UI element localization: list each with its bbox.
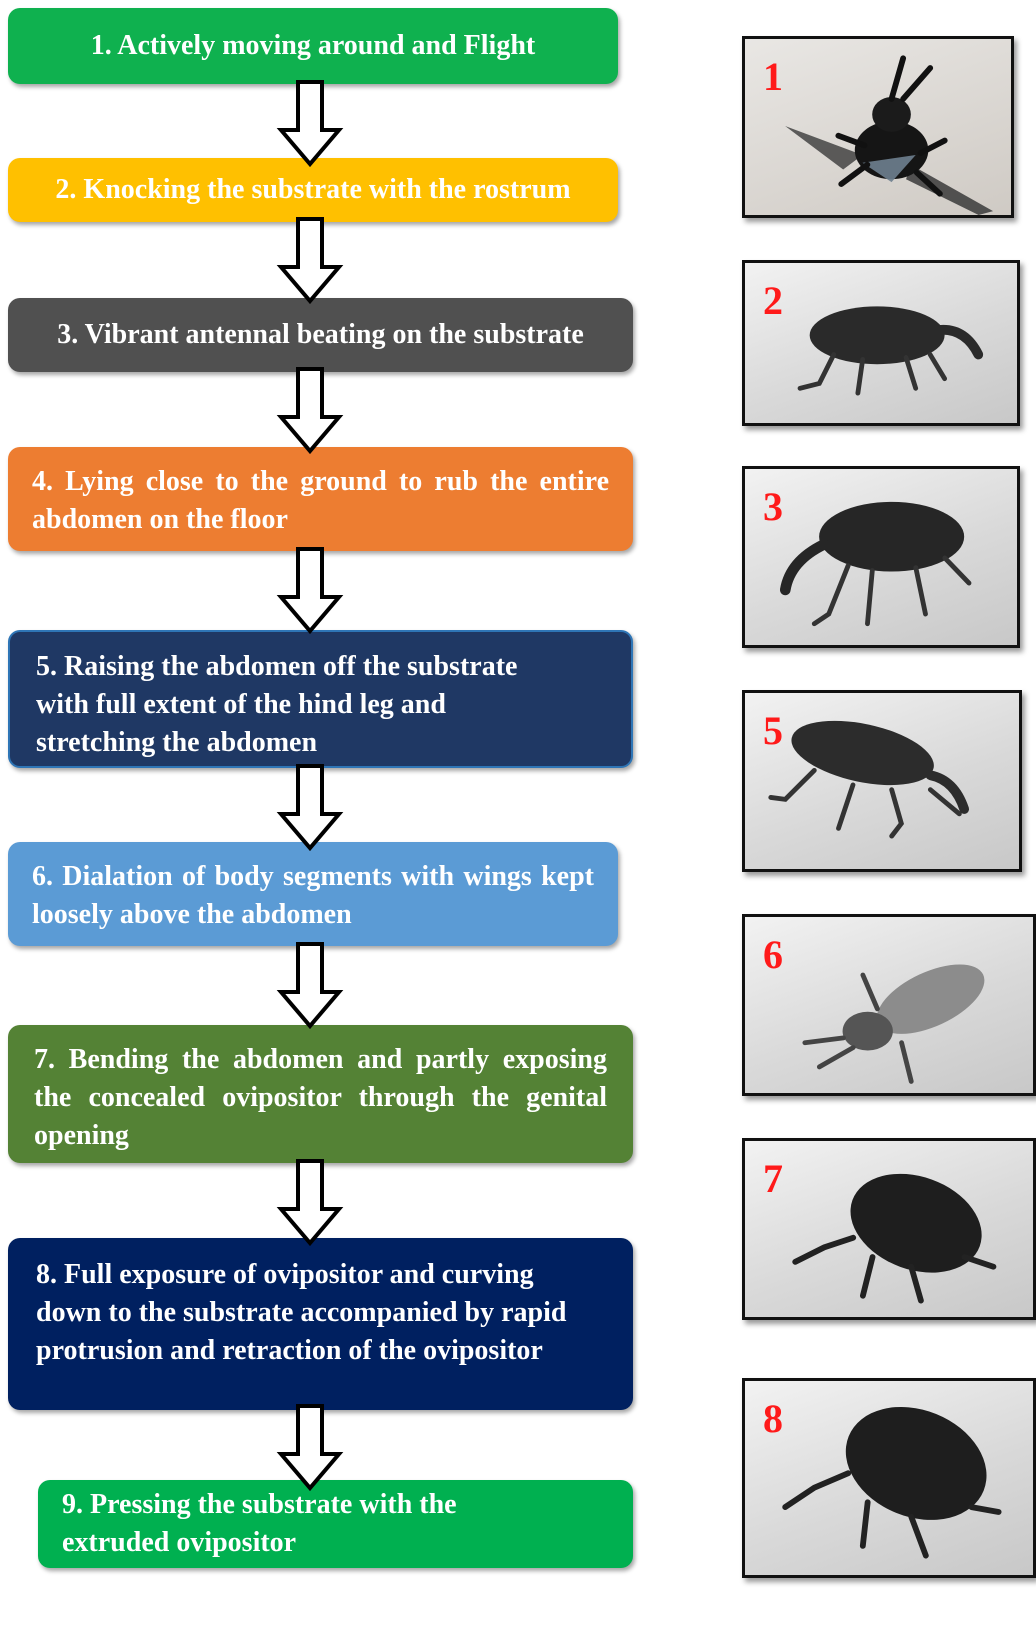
- step-8-box: 8. Full exposure of ovipositor and curvi…: [8, 1238, 633, 1410]
- weevil-side-view-image: [745, 693, 1019, 869]
- step-4-box: 4. Lying close to the ground to rub the …: [8, 447, 633, 551]
- down-arrow-icon: [275, 545, 345, 635]
- weevil-side-view-image: [745, 1141, 1033, 1317]
- down-arrow-icon: [275, 940, 345, 1030]
- down-arrow-icon: [275, 78, 345, 168]
- step-7-box: 7. Bending the abdomen and partly exposi…: [8, 1025, 633, 1163]
- step-5-text: 5. Raising the abdomen off the substrate…: [36, 648, 556, 762]
- step-3-text: 3. Vibrant antennal beating on the subst…: [57, 316, 584, 354]
- weevil-in-flight-image: [745, 39, 1011, 215]
- weevil-side-view-image: [745, 1381, 1033, 1575]
- step-1-text: 1. Actively moving around and Flight: [91, 27, 535, 65]
- step-6-text: 6. Dialation of body segments with wings…: [32, 861, 594, 930]
- step-7-text: 7. Bending the abdomen and partly exposi…: [34, 1044, 607, 1151]
- down-arrow-icon: [275, 365, 345, 455]
- photo-5-label: 5: [763, 711, 783, 751]
- photo-8: 8: [742, 1378, 1036, 1578]
- step-8-text: 8. Full exposure of ovipositor and curvi…: [36, 1256, 586, 1370]
- photo-2: 2: [742, 260, 1020, 426]
- photo-7-label: 7: [763, 1159, 783, 1199]
- down-arrow-icon: [275, 215, 345, 305]
- down-arrow-icon: [275, 1402, 345, 1492]
- down-arrow-icon: [275, 1157, 345, 1247]
- weevil-side-view-image: [745, 263, 1017, 423]
- photo-1-label: 1: [763, 57, 783, 97]
- step-1-box: 1. Actively moving around and Flight: [8, 8, 618, 84]
- photo-3-label: 3: [763, 487, 783, 527]
- photo-6-label: 6: [763, 935, 783, 975]
- weevil-top-view-image: [745, 917, 1033, 1093]
- photo-2-label: 2: [763, 281, 783, 321]
- down-arrow-icon: [275, 762, 345, 852]
- weevil-side-view-image: [745, 469, 1017, 645]
- photo-8-label: 8: [763, 1399, 783, 1439]
- photo-1: 1: [742, 36, 1014, 218]
- step-9-box: 9. Pressing the substrate with the extru…: [38, 1480, 633, 1568]
- step-9-text: 9. Pressing the substrate with the extru…: [62, 1486, 542, 1562]
- step-2-text: 2. Knocking the substrate with the rostr…: [55, 171, 570, 209]
- photo-7: 7: [742, 1138, 1036, 1320]
- step-6-box: 6. Dialation of body segments with wings…: [8, 842, 618, 946]
- photo-6: 6: [742, 914, 1036, 1096]
- photo-3: 3: [742, 466, 1020, 648]
- step-3-box: 3. Vibrant antennal beating on the subst…: [8, 298, 633, 372]
- step-5-box: 5. Raising the abdomen off the substrate…: [8, 630, 633, 768]
- photo-5: 5: [742, 690, 1022, 872]
- step-4-text: 4. Lying close to the ground to rub the …: [32, 466, 609, 535]
